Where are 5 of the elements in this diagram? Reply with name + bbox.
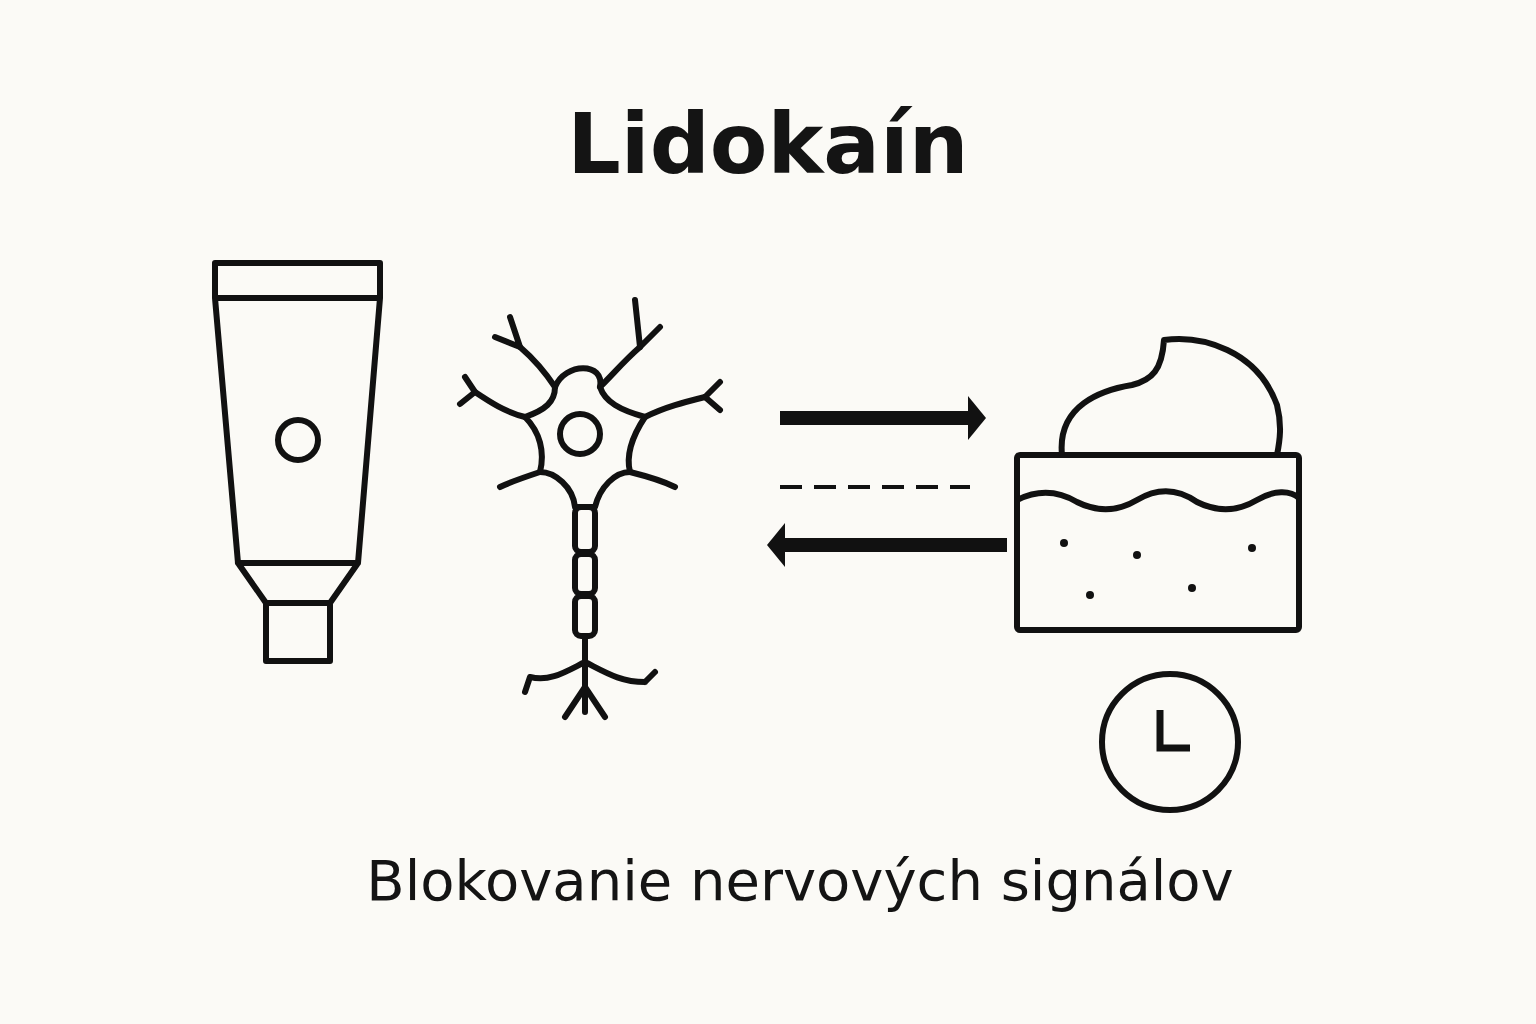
arrow (780, 396, 986, 440)
caption: Blokovanie nervových signálov (365, 848, 1235, 913)
dashed-line (780, 485, 970, 489)
title: Lidokaín (566, 95, 970, 193)
arrow (767, 523, 1007, 567)
